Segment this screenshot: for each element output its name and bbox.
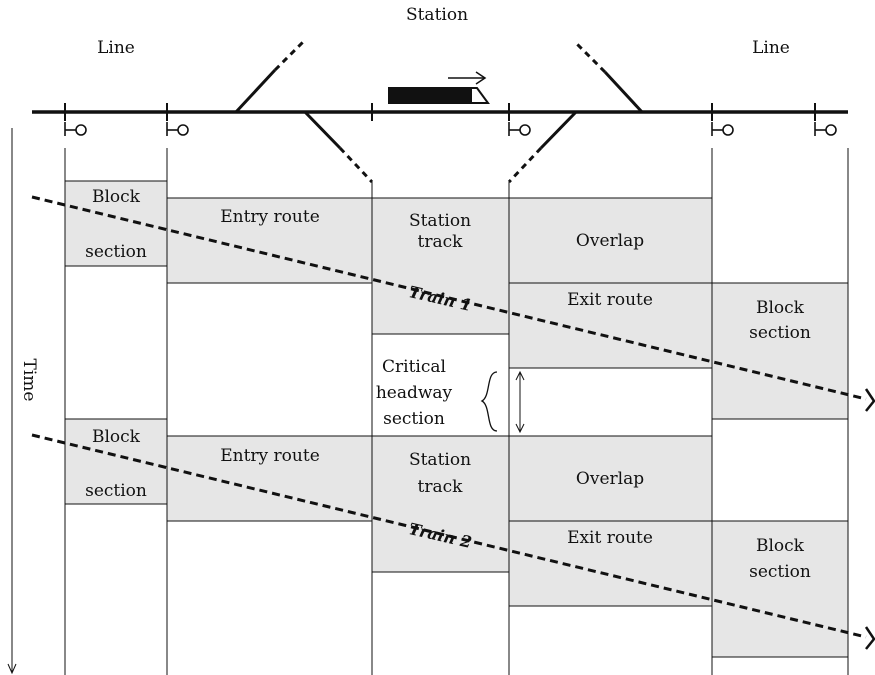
critical-double-arrow — [515, 370, 525, 434]
t2-block2-label-2: section — [749, 562, 811, 582]
t2-overlap-label: Overlap — [576, 469, 644, 489]
t2-block2-label-1: Block — [756, 536, 805, 556]
switch-right-up — [603, 70, 644, 114]
t2-block-section2-box — [711, 520, 849, 658]
critical-brace — [480, 371, 498, 432]
t1-overlap-label: Overlap — [576, 231, 644, 251]
t1-overlap-box — [508, 197, 713, 284]
line-left-label: Line — [97, 38, 135, 58]
critical-label-3: section — [383, 409, 445, 429]
t2-block-label-top: Block — [92, 427, 141, 447]
signal-icon — [508, 122, 531, 136]
t2-station-label-1: Station — [409, 450, 471, 470]
switch-left-down — [303, 110, 342, 150]
train-path-arrows — [864, 388, 875, 650]
t1-block2-label-2: section — [749, 323, 811, 343]
train1-path — [31, 195, 867, 401]
train2-path — [31, 433, 867, 639]
t1-entry-route-box — [166, 197, 373, 284]
switch-right-down-dashed — [507, 146, 543, 184]
switch-right-up-dashed — [573, 40, 607, 74]
signal-icon — [814, 122, 837, 136]
time-axis — [7, 128, 17, 675]
time-axis-label: Time — [19, 359, 39, 402]
t1-block-label-bottom: section — [85, 242, 147, 262]
blocking-boxes — [64, 180, 849, 658]
signal-icon — [64, 122, 87, 136]
station-label: Station — [406, 5, 468, 25]
t1-exit-route-label: Exit route — [567, 290, 653, 310]
t1-station-track-box — [371, 197, 510, 335]
train-paths — [31, 195, 867, 639]
track-schematic — [32, 38, 848, 184]
t1-station-label-1: Station — [409, 211, 471, 231]
critical-label-2: headway — [376, 383, 453, 403]
signal-icon — [166, 122, 189, 136]
critical-label-1: Critical — [382, 357, 446, 377]
t2-exit-route-label: Exit route — [567, 528, 653, 548]
t1-block-section2-box — [711, 282, 849, 420]
t1-block-section-box — [64, 180, 168, 267]
signals — [64, 122, 837, 136]
switch-left-down-dashed — [338, 146, 374, 184]
column-lines — [64, 148, 849, 675]
signal-icon — [711, 122, 734, 136]
t1-block-label-top: Block — [92, 187, 141, 207]
t2-entry-route-label: Entry route — [220, 446, 320, 466]
t1-entry-route-label: Entry route — [220, 207, 320, 227]
train-icon — [388, 71, 490, 104]
switch-left-up-dashed — [273, 38, 307, 72]
switch-right-down — [539, 110, 578, 150]
switch-left-up — [234, 68, 277, 114]
t2-block-label-bottom: section — [85, 481, 147, 501]
t2-block-section-box — [64, 418, 168, 505]
line-right-label: Line — [752, 38, 790, 58]
t2-entry-route-box — [166, 435, 373, 522]
t1-station-label-2: track — [418, 232, 464, 252]
t1-block2-label-1: Block — [756, 298, 805, 318]
t2-station-label-2: track — [418, 477, 464, 497]
